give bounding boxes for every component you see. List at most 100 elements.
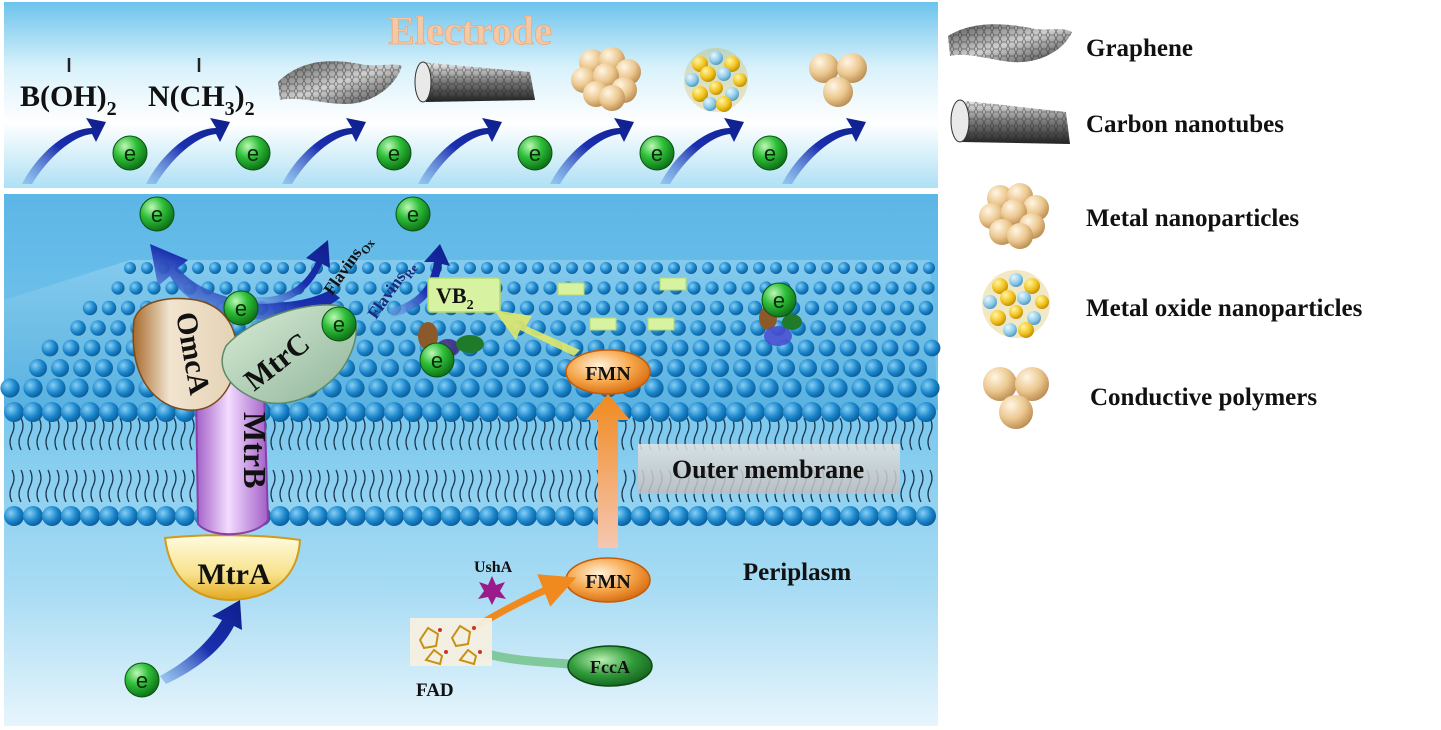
lipid-head [517, 506, 537, 526]
lipid-tail [522, 417, 528, 451]
lipid-head [903, 281, 917, 295]
electron: e [395, 196, 431, 232]
lipid-tail [576, 469, 582, 503]
lipid-tail [513, 417, 519, 451]
lipid-tail [279, 417, 285, 451]
lipid-head [923, 339, 941, 357]
lipid-tail [54, 417, 60, 451]
fad-label: FAD [416, 680, 454, 701]
lipid-head [823, 300, 839, 316]
lipid-tail [513, 469, 519, 503]
lipid-tail [81, 469, 87, 503]
svg-text:e: e [388, 141, 400, 166]
lipid-head [137, 402, 157, 422]
lipid-head [755, 339, 773, 357]
lipid-tail [486, 417, 492, 451]
lipid-head [460, 506, 480, 526]
lipid-head [733, 359, 751, 377]
lipid-head [730, 320, 746, 336]
lipid-tail [405, 417, 411, 451]
lipid-head [614, 300, 630, 316]
lipid-tail [387, 469, 393, 503]
lipid-head [583, 262, 595, 274]
lipid-head [818, 339, 836, 357]
lipid-head [365, 506, 385, 526]
lipid-head [802, 402, 822, 422]
lipid-head [850, 320, 866, 336]
lipid-head [843, 359, 861, 377]
lipid-tail [396, 469, 402, 503]
lipid-tail [531, 417, 537, 451]
legend-label-metal-oxide-nanoparticles: Metal oxide nanoparticles [1086, 295, 1363, 322]
lipid-tail [504, 417, 510, 451]
lipid-head [709, 300, 725, 316]
lipid-head [226, 262, 238, 274]
conductive-polymer-icon [809, 53, 867, 107]
lipid-tail [387, 417, 393, 451]
lipid-head [631, 506, 651, 526]
lipid-head [921, 281, 935, 295]
lipid-tail [153, 469, 159, 503]
lipid-head [805, 378, 825, 398]
lipid-tail [918, 417, 924, 451]
lipid-tail [558, 469, 564, 503]
lipid-head [916, 402, 936, 422]
lipid-head [95, 359, 113, 377]
lipid-head [165, 281, 179, 295]
lipid-tail [360, 417, 366, 451]
lipid-head [777, 359, 795, 377]
lipid-head [460, 402, 480, 422]
lipid-head [399, 281, 413, 295]
electron: e [639, 135, 675, 171]
lipid-tail [18, 469, 24, 503]
lipid-head [685, 262, 697, 274]
lipid-head [813, 281, 827, 295]
fmn-to-vb2-arrow [494, 310, 580, 356]
lipid-head [897, 402, 917, 422]
lipid-tail [27, 469, 33, 503]
lipid-tail [468, 417, 474, 451]
lipid-head [470, 320, 486, 336]
flavin-oxidation-arrow [248, 240, 330, 305]
lipid-tail [405, 469, 411, 503]
electron: e [517, 135, 553, 171]
lipid-tail [432, 417, 438, 451]
svg-text:e: e [407, 202, 419, 227]
lipid-tail [90, 469, 96, 503]
lipid-tail [423, 417, 429, 451]
lipid-tail [486, 469, 492, 503]
legend-item-carbon-nanotubes: Carbon nanotubes [950, 99, 1284, 144]
lipid-tail [144, 417, 150, 451]
lipid-tail [306, 417, 312, 451]
lipid-head [804, 262, 816, 274]
electrode-arrow-row [22, 118, 866, 184]
lipid-head [368, 378, 388, 398]
lipid-head [345, 262, 357, 274]
conductive-polymer-icon [983, 367, 1049, 429]
lipid-head [920, 378, 940, 398]
lipid-head [270, 402, 290, 422]
lipid-tail [441, 417, 447, 451]
lipid-head [536, 402, 556, 422]
vb2-molecule [647, 317, 675, 331]
lipid-head [651, 262, 663, 274]
lipid-head [124, 262, 136, 274]
lipid-head-row-bottom [4, 506, 936, 526]
electron: e [112, 135, 148, 171]
lipid-head [327, 402, 347, 422]
lipid-head [867, 281, 881, 295]
lipid-tail [459, 417, 465, 451]
lipid-tail [585, 469, 591, 503]
lipid-head [669, 506, 689, 526]
lipid-head [755, 359, 773, 377]
lipid-head [42, 506, 62, 526]
lipid-head [377, 339, 395, 357]
lipid-head [899, 300, 915, 316]
lipid-tail [9, 417, 15, 451]
lipid-head [741, 281, 755, 295]
lipid-head [878, 506, 898, 526]
lipid-tail [495, 417, 501, 451]
lipid-head [345, 378, 365, 398]
fcca-node [567, 645, 653, 687]
lipid-head [690, 320, 706, 336]
